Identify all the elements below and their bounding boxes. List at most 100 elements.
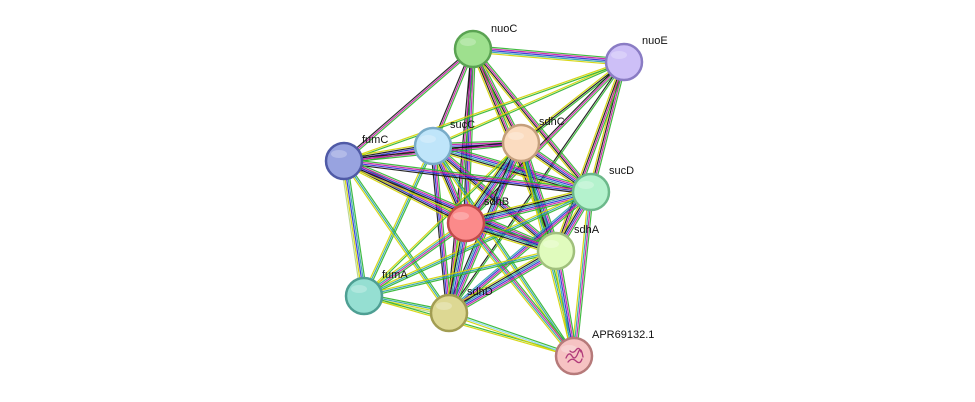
node-highlight [508, 132, 524, 140]
edge-sucD-fumA [363, 190, 592, 298]
edge-nuoC-fumC [342, 47, 475, 163]
edge-line [446, 48, 473, 313]
edge-line [431, 146, 449, 314]
edge-line [342, 47, 473, 161]
node-sdhC[interactable]: sdhC [501, 116, 565, 163]
node-sdhA[interactable]: sdhA [536, 224, 600, 271]
node-circle[interactable] [604, 42, 644, 82]
edge-line [464, 187, 591, 220]
edge-line [574, 192, 593, 357]
node-circle[interactable] [536, 231, 576, 271]
edge-line [473, 46, 625, 62]
node-highlight [611, 51, 627, 59]
node-label: sucC [450, 119, 475, 131]
edge-nuoC-sucD [470, 47, 594, 194]
node-sdhB[interactable]: sdhB [446, 196, 509, 243]
edge-nuoE-sdhA [553, 60, 627, 253]
edge-line [463, 224, 573, 358]
edge-line [519, 60, 624, 143]
edge-line [433, 144, 576, 356]
edge-line [341, 161, 364, 297]
edge-line [343, 60, 624, 161]
edge-line [344, 158, 557, 251]
edge-line [433, 144, 558, 251]
edge-line [363, 142, 521, 296]
edge-line [470, 50, 590, 194]
node-layer: nuoC nuoE sucC sdhC fumC sucD sdhB sdhA fumA sdhD… [324, 23, 668, 376]
edge-line [363, 248, 556, 296]
edge-line [342, 163, 465, 227]
edge-line [363, 221, 466, 296]
edge-line [472, 49, 624, 65]
node-sdhD[interactable]: sdhD [429, 286, 493, 333]
node-highlight [351, 285, 367, 293]
node-circle[interactable] [344, 276, 384, 316]
edge-fumC-sdhD [342, 159, 451, 315]
edge-line [344, 49, 475, 163]
edge-sdhA-fumA [363, 248, 557, 299]
edge-line [575, 192, 594, 357]
node-circle[interactable] [446, 203, 486, 243]
edge-line [344, 62, 625, 163]
edge-line [473, 45, 625, 60]
edge-line [346, 160, 368, 296]
edge-line [447, 248, 556, 312]
edge-line [464, 223, 574, 357]
edge-line [467, 221, 577, 355]
edge-line [450, 253, 559, 317]
node-fumA[interactable]: fumA [344, 269, 408, 316]
node-sucD[interactable]: sucD [571, 165, 634, 212]
node-nuoC[interactable]: nuoC [453, 23, 517, 69]
edge-line [343, 162, 591, 195]
edge-line [363, 296, 574, 358]
node-circle[interactable] [501, 123, 541, 163]
edge-line [362, 220, 465, 295]
node-sucC[interactable]: sucC [413, 119, 475, 166]
edge-sucD-APR69132.1 [571, 191, 594, 357]
edge-nuoC-nuoE [472, 45, 625, 66]
node-highlight [453, 212, 469, 220]
node-circle[interactable] [453, 29, 493, 69]
node-highlight [460, 38, 476, 46]
edge-sdhD-APR69132.1 [448, 310, 575, 359]
node-circle[interactable] [429, 293, 469, 333]
edge-line [449, 252, 558, 316]
edge-line [363, 191, 592, 297]
node-label: sdhA [574, 224, 600, 236]
edge-fumC-sucD [343, 158, 592, 195]
node-circle[interactable] [324, 141, 364, 181]
node-circle[interactable] [554, 336, 594, 376]
edge-line [592, 62, 627, 193]
node-label: sdhC [539, 116, 565, 128]
node-APR69132.1[interactable]: APR69132.1 [554, 329, 654, 376]
node-label: nuoE [642, 35, 668, 47]
edge-line [432, 145, 575, 357]
node-highlight [578, 181, 594, 189]
protein-structure-icon [565, 347, 584, 364]
node-circle[interactable] [571, 172, 611, 212]
edge-fumC-fumA [340, 160, 368, 297]
node-highlight [543, 240, 559, 248]
edge-line [446, 247, 555, 311]
node-highlight [331, 150, 347, 158]
node-highlight [561, 345, 577, 353]
edge-line [466, 222, 576, 356]
edge-sdhB-APR69132.1 [463, 221, 577, 358]
edge-line [553, 60, 623, 251]
node-label: nuoC [491, 23, 517, 35]
node-nuoE[interactable]: nuoE [604, 35, 668, 82]
edge-line [474, 47, 594, 191]
edge-line [449, 310, 575, 356]
node-fumC[interactable]: fumC [324, 134, 388, 181]
edge-sucD-sdhD [447, 189, 593, 316]
edge-line [557, 62, 627, 253]
edge-line [343, 160, 365, 297]
edge-line [344, 158, 592, 191]
edge-nuoE-fumC [343, 60, 625, 163]
node-highlight [436, 302, 452, 310]
edge-line [448, 313, 574, 359]
edge-nuoE-sucC [432, 60, 625, 148]
edge-line [342, 161, 449, 315]
edge-line [432, 60, 624, 146]
node-circle[interactable] [413, 126, 453, 166]
